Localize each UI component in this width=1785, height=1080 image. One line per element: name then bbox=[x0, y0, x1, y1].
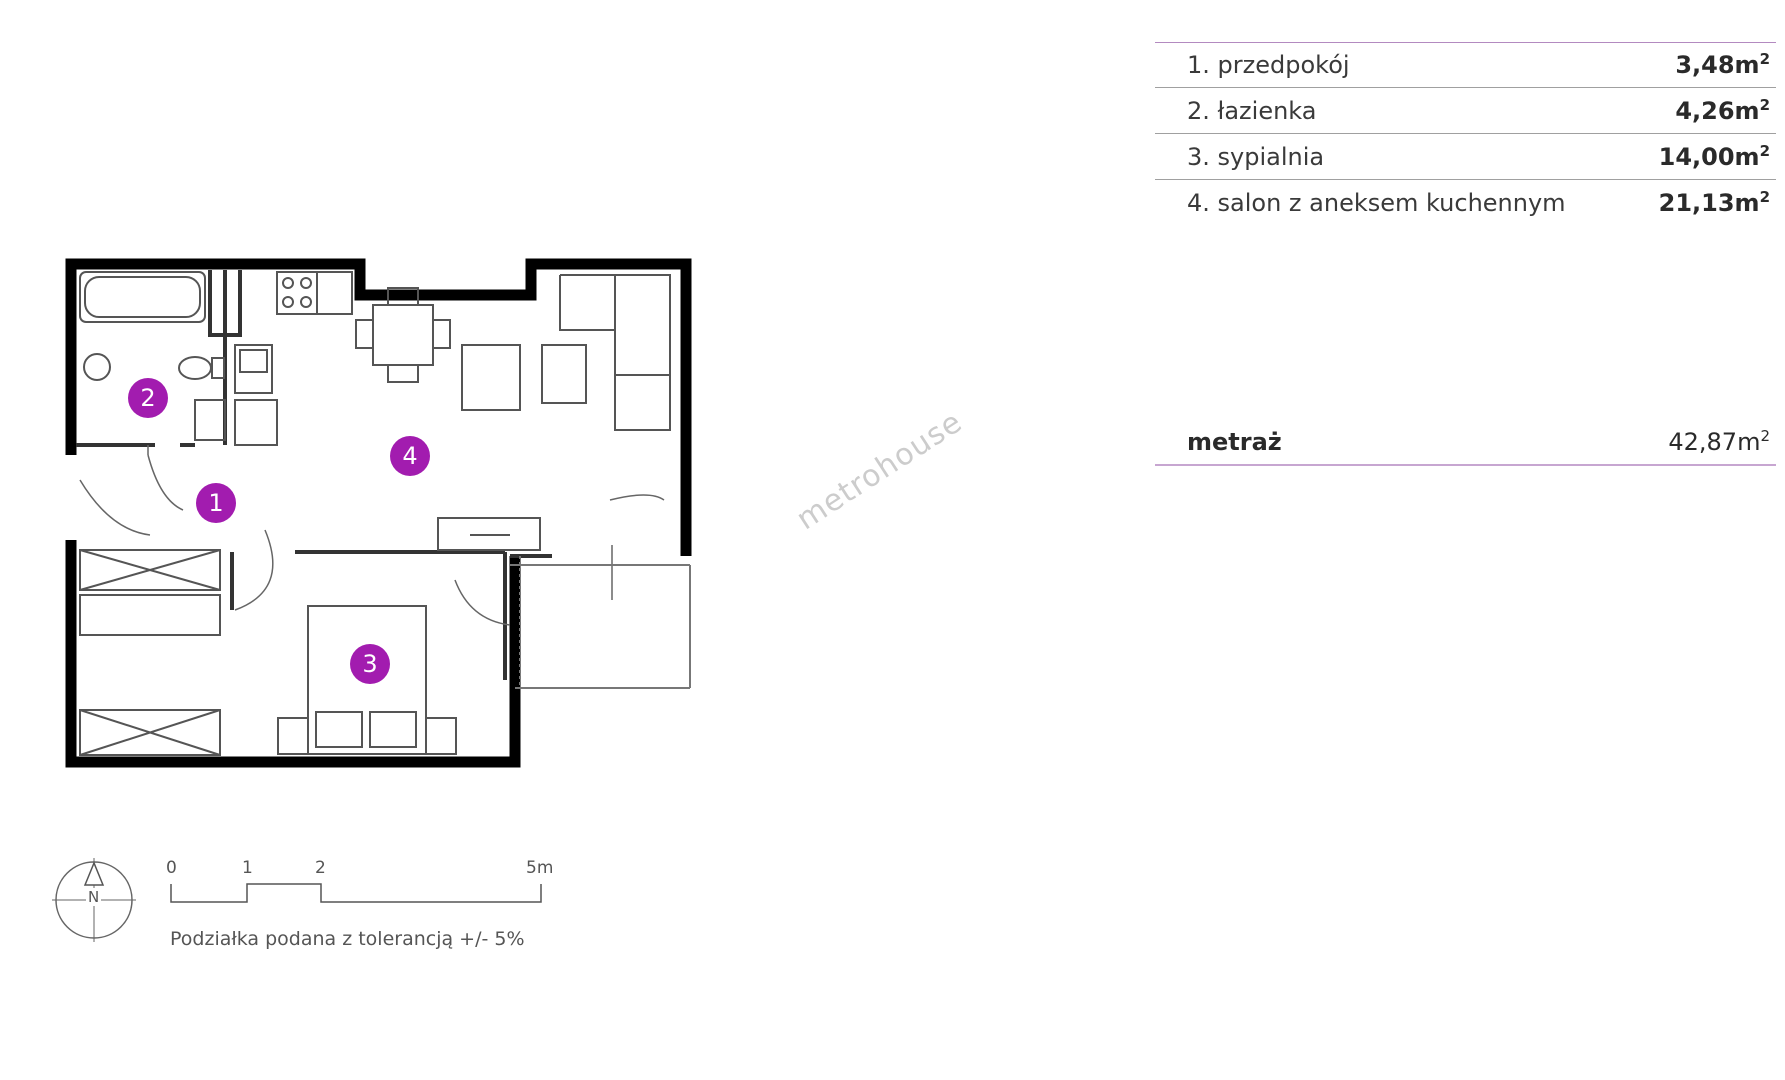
scale-tick-0: 0 bbox=[166, 858, 177, 878]
kitchen bbox=[234, 271, 353, 446]
doors bbox=[79, 445, 665, 626]
room-area: 14,00m2 bbox=[1658, 141, 1770, 171]
compass-icon bbox=[52, 858, 136, 942]
bathroom-fixtures bbox=[79, 271, 226, 441]
room-label: 1. przedpokój bbox=[1187, 51, 1350, 79]
room-marker-3: 3 bbox=[350, 644, 390, 684]
room-row-sypialnia: 3. sypialnia 14,00m2 bbox=[1155, 134, 1776, 180]
room-row-salon: 4. salon z aneksem kuchennym 21,13m2 bbox=[1155, 180, 1776, 226]
room-label: 2. łazienka bbox=[1187, 96, 1317, 125]
scale-tolerance-note: Podziałka podana z tolerancją +/- 5% bbox=[170, 928, 525, 950]
total-area-row: metraż 42,87m2 bbox=[1155, 420, 1776, 466]
total-value: 42,87m2 bbox=[1668, 427, 1770, 456]
wardrobes bbox=[79, 549, 221, 756]
room-area: 3,48m2 bbox=[1675, 50, 1770, 79]
room-row-lazienka: 2. łazienka 4,26m2 bbox=[1155, 88, 1776, 134]
scale-tick-5m: 5m bbox=[526, 858, 554, 878]
room-label: 3. sypialnia bbox=[1187, 142, 1325, 171]
room-marker-4: 4 bbox=[390, 436, 430, 476]
room-area: 21,13m2 bbox=[1658, 188, 1770, 217]
room-area: 4,26m2 bbox=[1675, 95, 1770, 125]
living-furniture bbox=[437, 274, 671, 551]
room-marker-2: 2 bbox=[128, 378, 168, 418]
compass-letter: N bbox=[86, 888, 102, 906]
dining-set bbox=[355, 287, 451, 383]
walls bbox=[65, 258, 692, 768]
balcony bbox=[510, 556, 691, 689]
room-marker-1: 1 bbox=[196, 483, 236, 523]
room-label: 4. salon z aneksem kuchennym bbox=[1187, 189, 1566, 217]
room-row-przedpokoj: 1. przedpokój 3,48m2 bbox=[1155, 42, 1776, 88]
bed bbox=[277, 605, 457, 755]
room-areas-table: 1. przedpokój 3,48m2 2. łazienka 4,26m2 … bbox=[1155, 42, 1776, 226]
scale-tick-1: 1 bbox=[242, 858, 253, 878]
scale-bar bbox=[170, 883, 542, 903]
total-label: metraż bbox=[1187, 428, 1282, 456]
interior-walls bbox=[76, 270, 552, 680]
scale-tick-2: 2 bbox=[315, 858, 326, 878]
